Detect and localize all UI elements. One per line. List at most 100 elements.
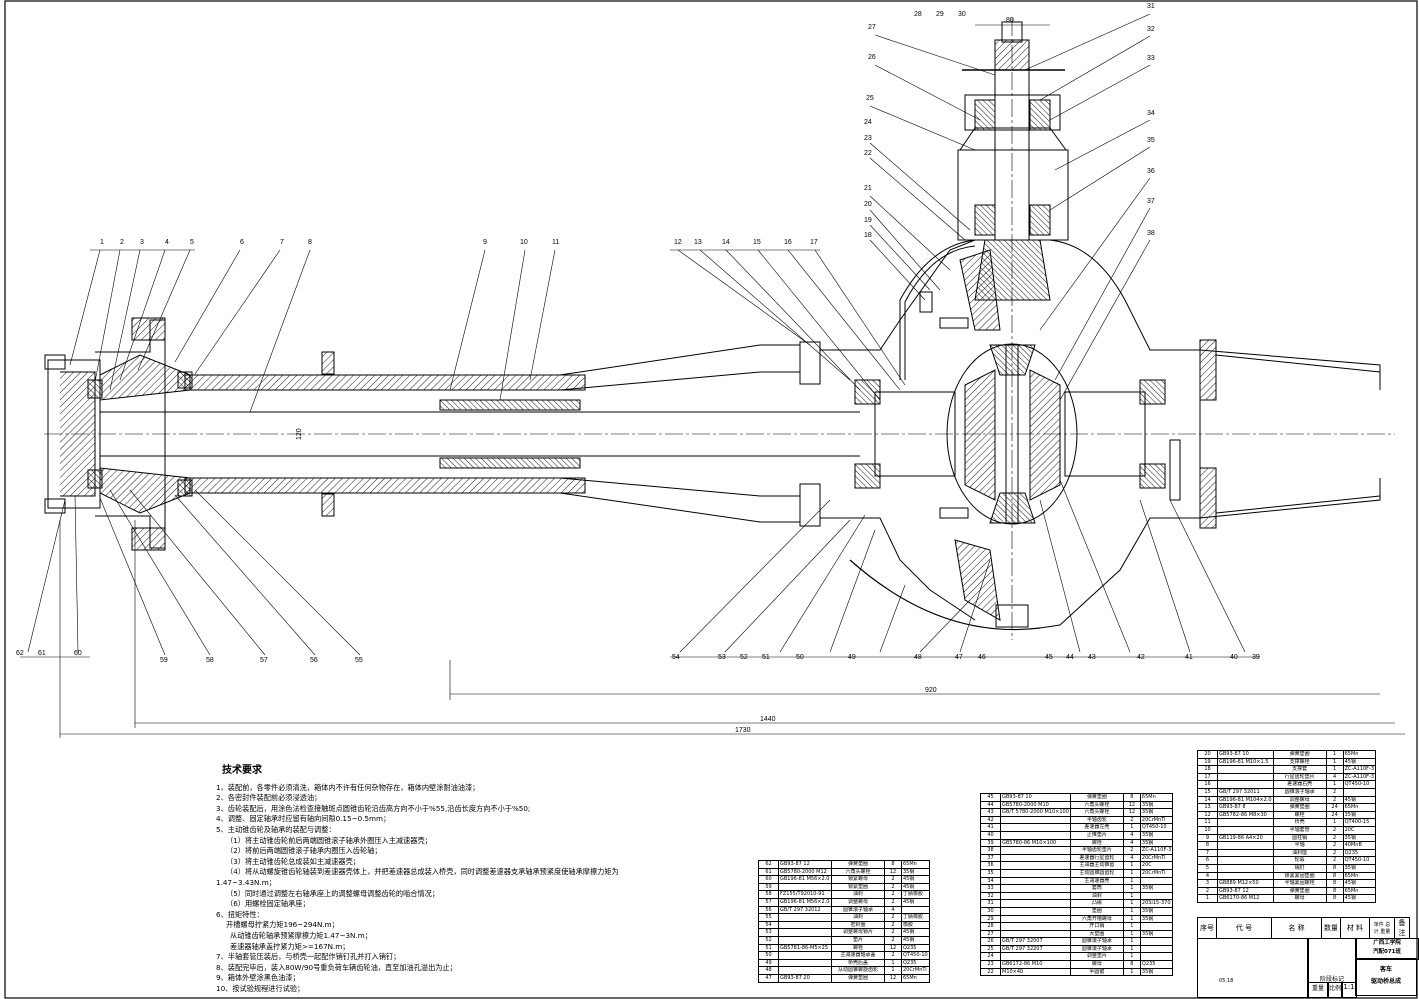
bom-cell: 1 <box>1122 876 1141 886</box>
tech-line: 7、半轴套管压装后，与桥壳一起配作销钉孔并打入销钉； <box>216 952 401 962</box>
bom-cell: 调整螺母 <box>1272 795 1327 805</box>
bom-cell: 35钢 <box>1139 929 1174 939</box>
bom-cell: 止推垫片 <box>1069 830 1124 840</box>
bom-cell <box>778 966 832 975</box>
callout-49: 49 <box>848 654 856 661</box>
bom-cell: 1 <box>1325 757 1344 767</box>
callout-50: 50 <box>796 654 804 661</box>
bom-cell: GB/T 297 32012 <box>778 905 832 915</box>
bom-cell: ZC-A110F-3 <box>1139 846 1174 855</box>
bom-cell: 19 <box>1197 757 1218 767</box>
callout-42: 42 <box>1137 654 1145 661</box>
bom-cell: 半轴 <box>1272 841 1327 850</box>
bom-cell: 半轴紧固螺栓 <box>1272 879 1327 888</box>
bom-cell: 28 <box>980 922 1001 931</box>
bom-cell: FZ155/T92010-91 <box>778 890 832 899</box>
callout-58: 58 <box>206 657 214 664</box>
bom-cell <box>1217 871 1274 881</box>
tech-line: 6、扭矩特性： <box>216 909 264 919</box>
bom-cell: 1 <box>1122 922 1141 931</box>
bom-cell: 45钢 <box>1342 894 1377 903</box>
bom-cell: GB889 M12×50 <box>1217 879 1274 888</box>
tech-line: 开槽螺母拧紧力矩196~294N.m； <box>226 920 339 930</box>
bom-cell: 35钢 <box>1139 967 1174 977</box>
callout-13: 13 <box>694 239 702 246</box>
callout-55: 55 <box>355 657 363 664</box>
bom-cell: 主减速器壳 <box>1069 876 1124 886</box>
bom-cell: GB196-81 M56×2.0 <box>778 897 832 907</box>
bom-cell: GB119-86 A4×20 <box>1217 833 1274 843</box>
bom-cell: GB93-87 10 <box>1217 750 1274 759</box>
class-name: 汽配071班 <box>1373 949 1401 955</box>
tech-line: 1、装配前，各零件必须清洗，箱体内不许有任何杂物存在，箱体内壁涂耐油油漆； <box>216 782 480 792</box>
callout-9: 9 <box>483 239 487 246</box>
bom-cell: 51 <box>758 943 779 953</box>
bom-cell: 2 <box>1122 815 1141 825</box>
bom-cell <box>1217 856 1274 865</box>
callout-1: 1 <box>100 239 104 246</box>
bom-cell <box>1000 891 1071 901</box>
callout-11: 11 <box>552 239 559 246</box>
callout-29: 29 <box>936 11 944 18</box>
bom-cell: 53 <box>758 928 779 937</box>
bom-cell: 2 <box>884 928 902 937</box>
bom-cell: 2 <box>884 875 902 884</box>
bom-cell: QT450-10 <box>1342 780 1377 789</box>
bom-cell: 2 <box>884 935 902 945</box>
bom-cell: GB6172-86 M10 <box>1000 960 1071 969</box>
bom-cell: 43 <box>980 808 1001 817</box>
bom-cell: 12 <box>884 973 902 983</box>
callout-60: 60 <box>74 650 82 657</box>
bom-cell: 2 <box>884 913 902 922</box>
tech-line: 8、装配完毕后，装入80W/90号重负荷车辆齿轮油，直至加油孔溢出为止； <box>216 962 457 972</box>
bom-cell: 45钢 <box>1342 757 1377 767</box>
bom-cell: 12 <box>1122 800 1141 810</box>
bom-cell: GB196-81 M56×2.0 <box>778 875 832 884</box>
bom-cell: 65Mn <box>1342 803 1377 812</box>
bom-cell: 1 <box>1122 899 1141 908</box>
bom-cell: 2 <box>1122 846 1141 855</box>
bom-cell: 半轴齿轮 <box>1069 815 1124 825</box>
bom-cell: 8 <box>1325 886 1344 896</box>
bom-cell: 主减器主动锥齿 <box>1069 861 1124 870</box>
bom-cell: GB/T 5780-2000 M10×100 <box>1000 808 1071 817</box>
bom-cell <box>1000 914 1071 924</box>
bom-cell: 2 <box>1325 795 1344 805</box>
bom-cell: 销钉 <box>1272 863 1327 873</box>
bom-cell: GB93-87 12 <box>778 860 832 869</box>
signature-area <box>1197 938 1309 998</box>
bom-cell: 8 <box>1325 879 1344 888</box>
bom-cell: 45钢 <box>1342 879 1377 888</box>
callout-14: 14 <box>722 239 730 246</box>
bom-cell: 56 <box>758 905 779 915</box>
tech-line: （1）将主动锥齿轮前后两端圆锥滚子轴承外圈压入主减速器壳； <box>226 835 432 845</box>
tech-line: 9、箱体外壁涂黑色油漆； <box>216 973 300 983</box>
bom-cell: GB5780-86 M10×100 <box>1000 838 1071 848</box>
bom-cell: 65Mn <box>901 973 930 983</box>
bom-cell: 15 <box>1197 787 1218 797</box>
bom-cell: 12 <box>884 867 902 877</box>
bom-cell: 调整螺母锁片 <box>831 928 885 937</box>
bom-cell: 4 <box>1122 830 1141 840</box>
bom-cell: 26 <box>980 937 1001 946</box>
bom-cell: 35钢 <box>1139 906 1174 916</box>
bom-cell: 54 <box>758 920 779 930</box>
bom-cell: GB/T 297 32007 <box>1000 937 1071 946</box>
bom-cell <box>1217 772 1274 782</box>
bom-cell: 65Mn <box>1342 886 1377 896</box>
bom-cell: 65Mn <box>1342 750 1377 759</box>
dim-shaft: 120 <box>296 428 303 440</box>
bom-cell: 12 <box>884 943 902 953</box>
bom-cell: 套筒 <box>1069 884 1124 893</box>
bom-cell: 大垫圈 <box>1069 929 1124 939</box>
